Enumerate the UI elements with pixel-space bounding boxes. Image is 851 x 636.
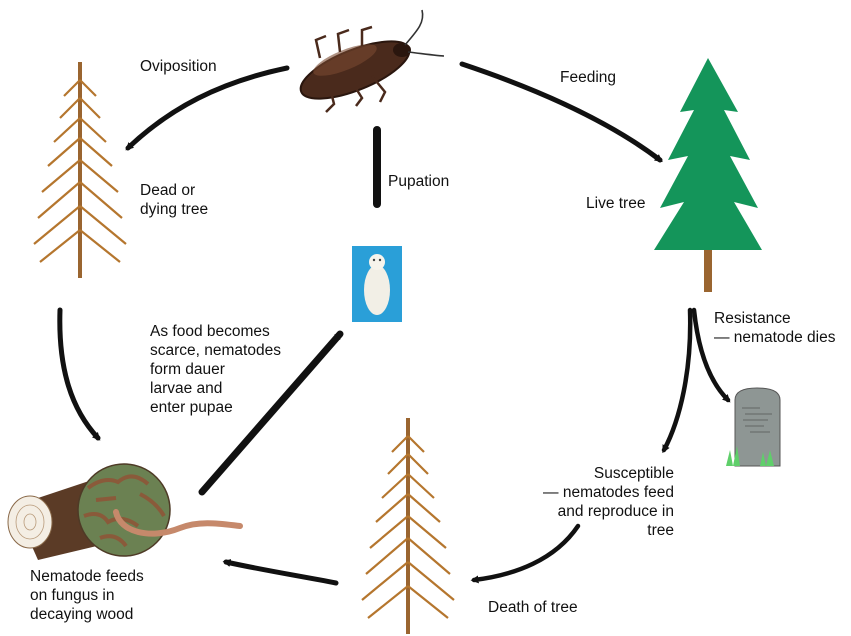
- arrow-to-log: [57, 307, 101, 441]
- arrow-feeding: [459, 61, 663, 163]
- live-tree-icon: [654, 58, 762, 292]
- cycle-arrows: [57, 61, 731, 586]
- arrow-resistance: [691, 307, 731, 403]
- pupa-photo: [352, 246, 402, 322]
- label-susceptible: Susceptible — nematodes feed and reprodu…: [543, 465, 674, 539]
- dead-tree-icon: [33, 62, 127, 278]
- arrow-oviposition: [125, 65, 290, 151]
- arrow-susceptible: [661, 307, 693, 454]
- sawyer-beetle-icon: [299, 9, 445, 113]
- label-live-tree: Live tree: [586, 195, 646, 212]
- label-dauer-larvae: As food becomes scarce, nematodes form d…: [150, 323, 281, 416]
- label-feeding: Feeding: [560, 69, 617, 86]
- arrow-death-of-tree: [470, 523, 581, 584]
- arrow-to-nematode-feeds: [222, 559, 339, 586]
- label-resistance: Resistance — nematode dies: [714, 310, 836, 346]
- label-oviposition: Oviposition: [140, 58, 217, 75]
- label-death-of-tree: Death of tree: [488, 599, 578, 616]
- label-dead-or-dying-tree: Dead or dying tree: [140, 182, 209, 218]
- decaying-log-icon: [7, 463, 243, 560]
- label-pupation: Pupation: [388, 173, 450, 190]
- label-nematode-feeds: Nematode feeds on fungus in decaying woo…: [30, 568, 144, 623]
- gravestone-icon: [726, 387, 781, 467]
- arrow-to-pupa: [198, 330, 344, 496]
- dead-tree-bottom-icon: [361, 418, 455, 634]
